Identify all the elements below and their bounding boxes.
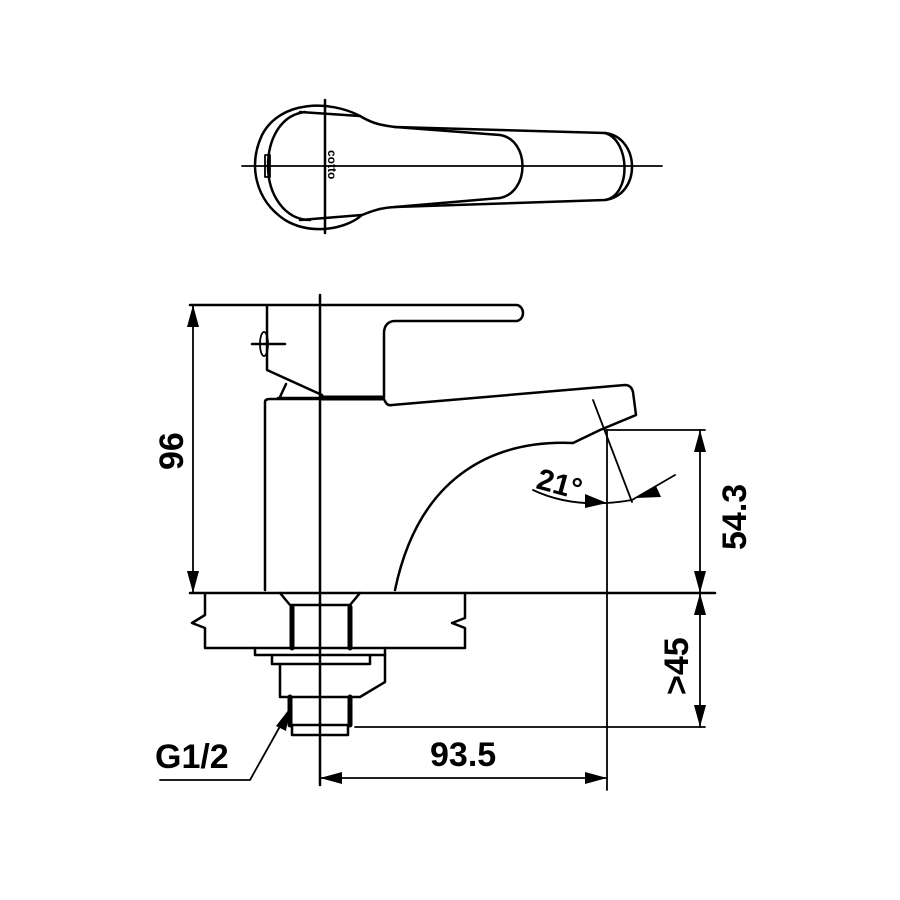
dim-96-label: 96 <box>153 432 191 470</box>
washer <box>253 646 387 657</box>
lever-handle <box>188 303 525 399</box>
faucet-body <box>263 383 638 592</box>
shank-neck <box>278 591 362 607</box>
side-view <box>188 293 717 787</box>
handle-base-outline <box>253 104 364 231</box>
brand-logo: cotto <box>325 150 339 179</box>
indicator-mark <box>264 154 271 178</box>
dim-45-label: >45 <box>658 637 696 695</box>
angle-arrows <box>585 486 661 508</box>
dimensions: 96 54.3 >45 93.5 G1/2 21° <box>153 304 754 791</box>
thread-leader <box>159 711 289 781</box>
thread-end <box>288 723 352 737</box>
countertop-section <box>190 591 467 650</box>
angle-arc <box>532 474 676 505</box>
cross-mark-ellipse <box>259 331 269 357</box>
cartridge-cap <box>265 303 324 397</box>
lever-outline <box>298 110 634 222</box>
lever-tip-rim <box>603 131 626 202</box>
top-view: cotto <box>241 98 663 235</box>
washer-2 <box>270 653 372 666</box>
angle-ref-line <box>592 399 633 503</box>
thread-label: G1/2 <box>155 738 229 776</box>
angle-label: 21° <box>533 463 585 507</box>
lever-slot <box>393 125 524 209</box>
handle-inner-rim <box>266 110 312 222</box>
thread-leader-arrow <box>276 708 290 731</box>
lock-nut <box>278 653 387 699</box>
dim-93-label: 93.5 <box>430 736 496 774</box>
dim-54-label: 54.3 <box>716 484 754 550</box>
